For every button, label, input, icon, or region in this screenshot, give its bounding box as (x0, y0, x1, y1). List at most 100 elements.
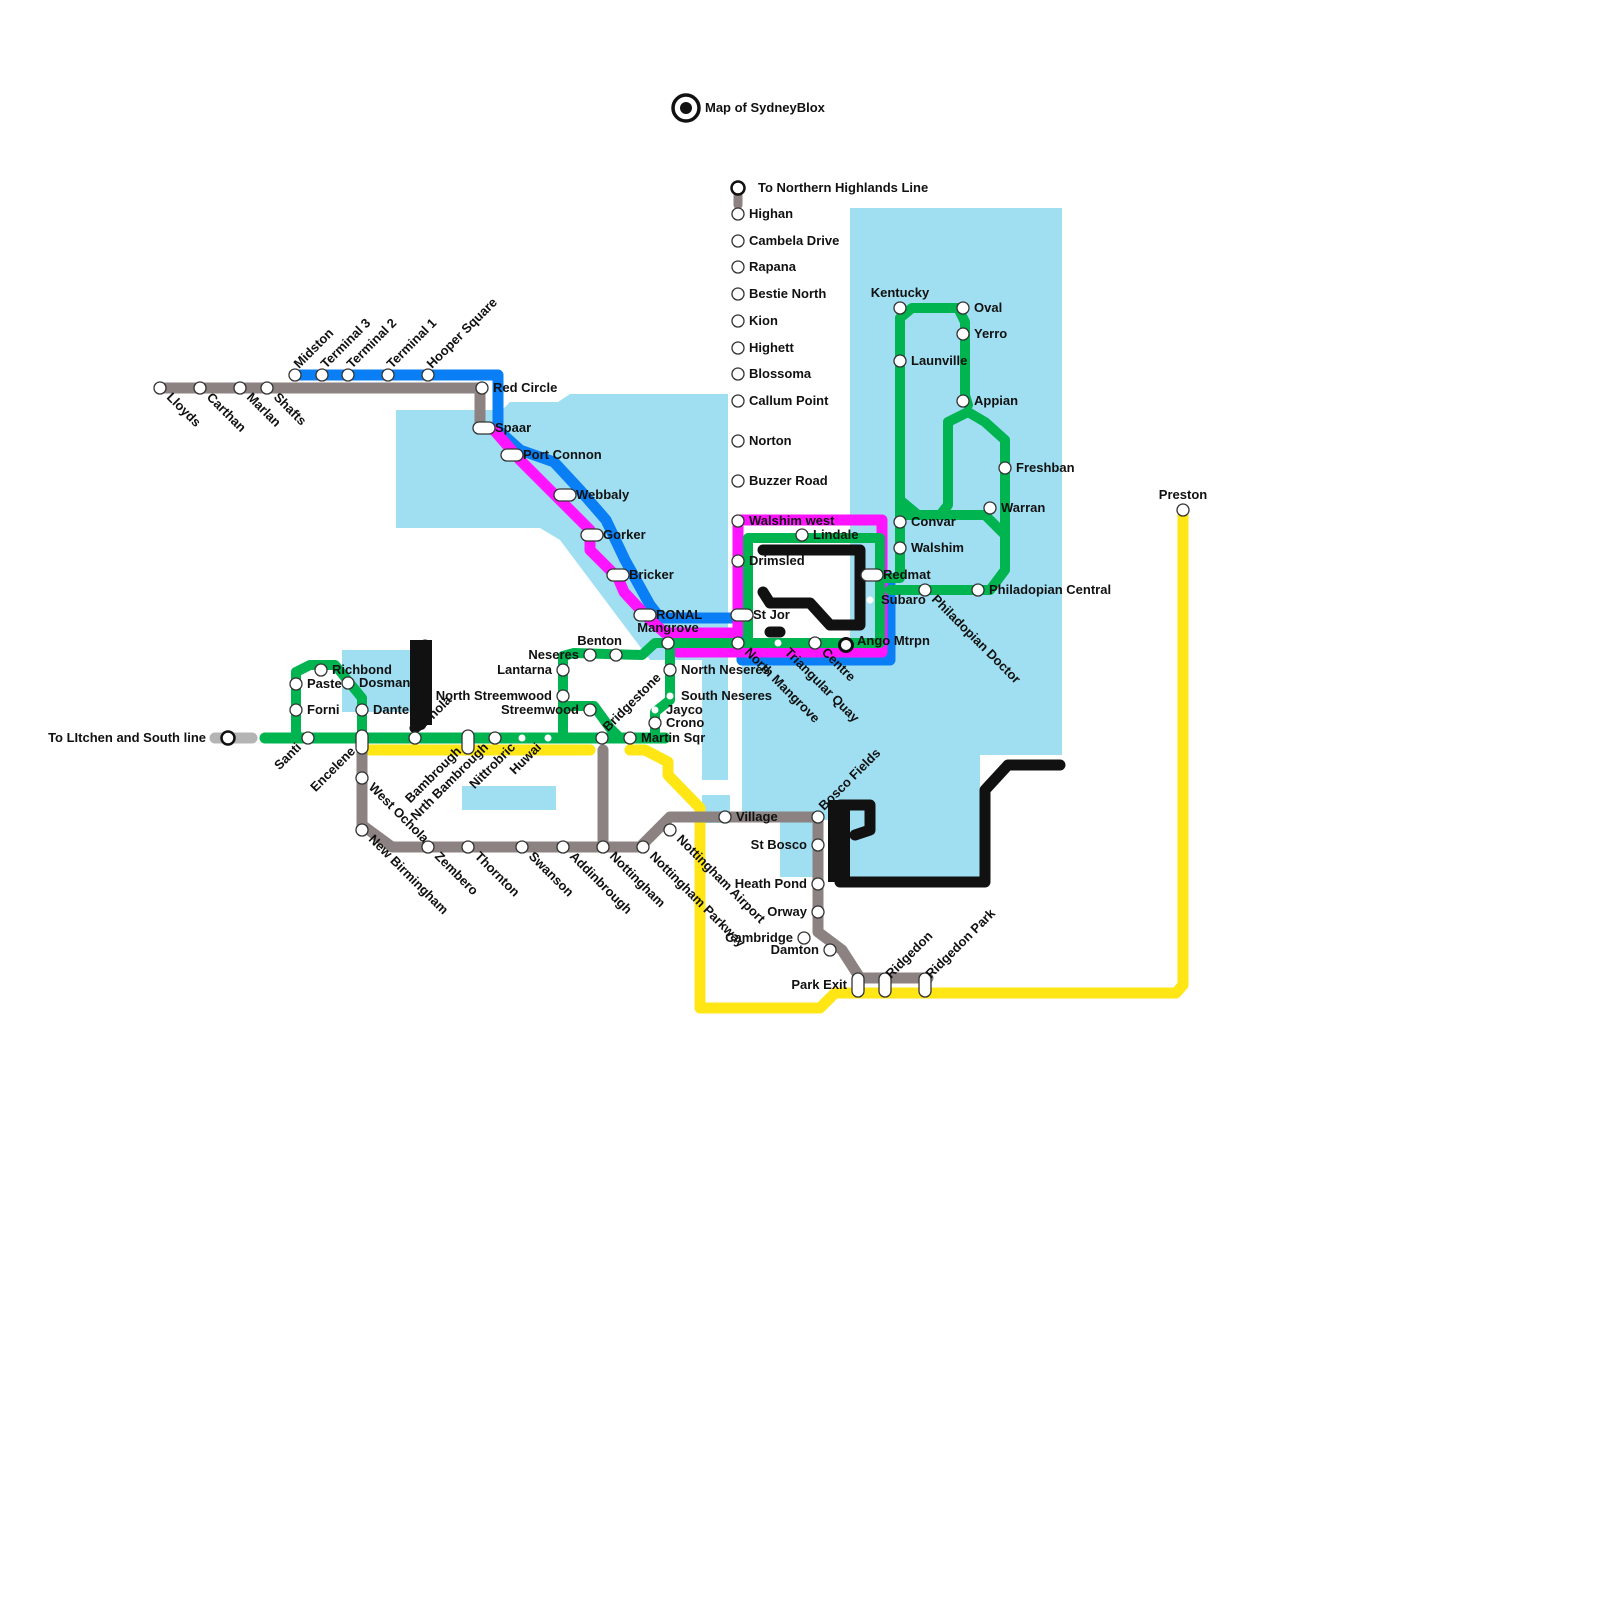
station-marker-icon[interactable] (606, 568, 630, 582)
station-marker-icon[interactable] (811, 838, 825, 852)
station-marker-icon[interactable] (971, 583, 985, 597)
station-marker-icon[interactable] (341, 368, 355, 382)
station-marker-icon[interactable] (633, 608, 657, 622)
station-port-connon[interactable]: Port Connon (500, 447, 602, 462)
station-mangrove[interactable]: Mangrove (637, 620, 699, 650)
station-ango-mtrpn[interactable]: Ango Mtrpn (857, 633, 930, 648)
station-marker-icon[interactable] (289, 703, 303, 717)
station-preston[interactable]: Preston (1159, 487, 1207, 517)
station-marker-icon[interactable] (851, 972, 865, 998)
terminus-litchen-icon[interactable] (220, 730, 236, 746)
station-marker-icon[interactable] (860, 568, 884, 582)
terminus-northern-icon[interactable] (730, 180, 746, 196)
station-marker-icon[interactable] (730, 608, 754, 622)
station-redmat[interactable]: Redmat (860, 567, 931, 582)
station-marker-icon[interactable] (866, 596, 874, 604)
station-marker-icon[interactable] (918, 583, 932, 597)
station-lantarna[interactable]: Lantarna (497, 662, 570, 677)
station-convar[interactable]: Convar (893, 514, 956, 529)
station-crono[interactable]: Crono (648, 715, 704, 730)
station-ronal[interactable]: RONAL (633, 607, 702, 622)
station-marker-icon[interactable] (731, 394, 745, 408)
station-marker-icon[interactable] (556, 689, 570, 703)
station-marker-icon[interactable] (421, 368, 435, 382)
station-marker-icon[interactable] (823, 943, 837, 957)
station-red-circle[interactable]: Red Circle (475, 380, 557, 395)
station-lindale[interactable]: Lindale (795, 527, 859, 542)
station-marker-icon[interactable] (718, 810, 732, 824)
station-drimsled[interactable]: Drimsled (731, 553, 805, 568)
station-marker-icon[interactable] (663, 823, 677, 837)
station-bricker[interactable]: Bricker (606, 567, 674, 582)
station-martin-sqr[interactable]: Martin Sqr (623, 730, 705, 745)
station-marker-icon[interactable] (731, 260, 745, 274)
station-marker-icon[interactable] (666, 692, 674, 700)
station-marker-icon[interactable] (956, 301, 970, 315)
station-park-exit[interactable]: Park Exit (791, 972, 865, 998)
station-walshim[interactable]: Walshim (893, 540, 964, 555)
station-marker-icon[interactable] (355, 729, 369, 755)
station-st-bosco[interactable]: St Bosco (751, 837, 825, 852)
station-marker-icon[interactable] (808, 636, 822, 650)
station-highan[interactable]: Highan (731, 206, 793, 221)
station-new-birmingham[interactable]: New Birmingham (355, 823, 452, 917)
station-marker-icon[interactable] (731, 367, 745, 381)
station-spaar[interactable]: Spaar (472, 420, 531, 435)
station-marker-icon[interactable] (515, 840, 529, 854)
station-freshban[interactable]: Freshban (998, 460, 1075, 475)
station-marker-icon[interactable] (381, 368, 395, 382)
station-subaro[interactable]: Subaro (866, 592, 926, 607)
station-marker-icon[interactable] (774, 639, 782, 647)
station-marker-icon[interactable] (998, 461, 1012, 475)
station-marker-icon[interactable] (731, 287, 745, 301)
station-paste[interactable]: Paste (289, 676, 342, 691)
station-orway[interactable]: Orway (767, 904, 825, 919)
station-marker-icon[interactable] (341, 676, 355, 690)
station-webbaly[interactable]: Webbaly (553, 487, 630, 502)
station-marker-icon[interactable] (956, 327, 970, 341)
station-marker-icon[interactable] (731, 554, 745, 568)
station-marker-icon[interactable] (893, 354, 907, 368)
station-marker-icon[interactable] (661, 636, 675, 650)
station-marker-icon[interactable] (956, 394, 970, 408)
station-marker-icon[interactable] (731, 434, 745, 448)
station-marker-icon[interactable] (893, 541, 907, 555)
station-marker-icon[interactable] (663, 663, 677, 677)
station-marker-icon[interactable] (355, 823, 369, 837)
station-bestie-north[interactable]: Bestie North (731, 286, 826, 301)
station-warran[interactable]: Warran (983, 500, 1045, 515)
station-marker-icon[interactable] (648, 716, 662, 730)
station-marker-icon[interactable] (595, 731, 609, 745)
station-marker-icon[interactable] (461, 840, 475, 854)
station-marker-icon[interactable] (544, 734, 552, 742)
station-philadopian-central[interactable]: Philadopian Central (971, 582, 1111, 597)
station-marker-icon[interactable] (288, 368, 302, 382)
station-village[interactable]: Village (718, 809, 778, 824)
station-marker-icon[interactable] (153, 381, 167, 395)
station-streemwood[interactable]: Streemwood (501, 702, 597, 717)
station-jayco[interactable]: Jayco (651, 702, 703, 717)
station-north-streemwood[interactable]: North Streemwood (436, 688, 570, 703)
station-buzzer-road[interactable]: Buzzer Road (731, 473, 828, 488)
station-kentucky[interactable]: Kentucky (871, 285, 930, 315)
station-marker-icon[interactable] (811, 810, 825, 824)
station-marker-icon[interactable] (580, 528, 604, 542)
station-marker-icon[interactable] (583, 703, 597, 717)
station-ridgedon-park[interactable]: Ridgedon Park (918, 905, 999, 998)
station-cambela-drive[interactable]: Cambela Drive (731, 233, 839, 248)
station-marker-icon[interactable] (878, 972, 892, 998)
station-marker-icon[interactable] (475, 381, 489, 395)
station-neseres[interactable]: Neseres (528, 647, 597, 662)
station-marker-icon[interactable] (731, 234, 745, 248)
station-marker-icon[interactable] (983, 501, 997, 515)
station-marker-icon[interactable] (556, 663, 570, 677)
station-callum-point[interactable]: Callum Point (731, 393, 829, 408)
station-marker-icon[interactable] (596, 840, 610, 854)
station-st-jor[interactable]: St Jor (730, 607, 790, 622)
station-marker-icon[interactable] (553, 488, 577, 502)
station-danter[interactable]: Danter (355, 702, 414, 717)
interchange-ango-icon[interactable] (838, 637, 854, 653)
station-marker-icon[interactable] (609, 648, 623, 662)
station-marker-icon[interactable] (421, 840, 435, 854)
station-highett[interactable]: Highett (731, 340, 794, 355)
